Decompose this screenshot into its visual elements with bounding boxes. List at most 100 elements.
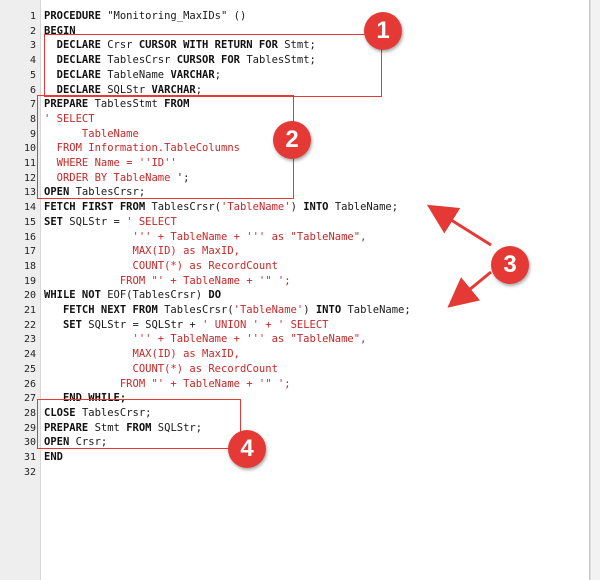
code-text: WHERE Name = ''ID'' [44,156,177,171]
code-token: SQLStr [107,83,152,96]
code-line[interactable]: 16 ''' + TableName + ''' as "TableName", [0,230,590,245]
string-token: FROM "' + TableName + '" '; [44,377,291,390]
code-line[interactable]: 22 SET SQLStr = SQLStr + ' UNION ' + ' S… [0,318,590,333]
keyword-token: PROCEDURE [44,10,108,22]
code-line[interactable]: 32 [0,465,590,480]
code-text: MAX(ID) as MaxID, [44,244,240,259]
code-text: SET SQLStr = SQLStr + ' UNION ' + ' SELE… [44,318,329,333]
keyword-token: VARCHAR [151,83,196,96]
string-token: ''' + TableName + ''' as "TableName", [44,230,367,243]
code-line[interactable]: 24 MAX(ID) as MaxID, [0,347,590,362]
code-line[interactable]: 23 ''' + TableName + ''' as "TableName", [0,332,590,347]
keyword-token: DECLARE [44,39,108,52]
code-token: Stmt [94,421,127,434]
code-line[interactable]: 21 FETCH NEXT FROM TablesCrsr('TableName… [0,303,590,318]
code-text: TableName [44,127,139,142]
code-line[interactable]: 10 FROM Information.TableColumns [0,141,590,156]
code-text: COUNT(*) as RecordCount [44,362,278,377]
code-text: PREPARE Stmt FROM SQLStr; [44,421,202,436]
code-text: COUNT(*) as RecordCount [44,259,278,274]
string-token: ORDER BY TableName [44,171,177,184]
keyword-token: DECLARE [44,54,108,67]
line-number: 24 [23,349,36,361]
code-text: ORDER BY TableName '; [44,171,190,186]
keyword-token: CURSOR FOR [176,54,247,67]
string-token: TableName [44,127,139,140]
code-text: OPEN TablesCrsr; [44,185,145,200]
code-line[interactable]: 17 MAX(ID) as MaxID, [0,244,590,259]
keyword-token: END [44,451,63,463]
code-line[interactable]: 26 FROM "' + TableName + '" '; [0,377,590,392]
line-number: 20 [23,290,36,302]
line-number-gutter [0,0,41,580]
code-line[interactable]: 25 COUNT(*) as RecordCount [0,362,590,377]
code-line[interactable]: 11 WHERE Name = ''ID'' [0,156,590,171]
string-token: MAX(ID) as MaxID, [44,348,240,361]
keyword-token: WHILE NOT [44,289,108,302]
keyword-token: DO [208,289,222,302]
string-token: COUNT(*) as RecordCount [44,259,278,272]
code-line[interactable]: 9 TableName [0,127,590,142]
code-token: "Monitoring_MaxIDs" () [107,10,247,22]
code-line[interactable]: 6 DECLARE SQLStr VARCHAR; [0,83,590,98]
keyword-token: OPEN [44,436,76,449]
keyword-token: INTO [315,304,348,316]
code-token: '; [176,171,190,184]
string-token: 'TableName' [221,201,291,214]
code-text: DECLARE Crsr CURSOR WITH RETURN FOR Stmt… [44,38,316,53]
line-number: 28 [23,407,36,419]
code-token: Stmt; [284,39,316,52]
code-text: ' SELECT [44,112,95,127]
line-number: 9 [29,128,36,140]
code-line[interactable]: 3 DECLARE Crsr CURSOR WITH RETURN FOR St… [0,38,590,53]
keyword-token: FETCH NEXT FROM [44,304,165,316]
string-token: ''' + TableName + ''' as "TableName", [44,333,367,346]
keyword-token: FROM [164,98,190,111]
line-number: 25 [23,363,36,375]
code-text: FETCH NEXT FROM TablesCrsr('TableName') … [44,303,411,318]
line-number: 26 [23,378,36,390]
code-text: DECLARE TablesCrsr CURSOR FOR TablesStmt… [44,53,316,68]
keyword-token: DECLARE [44,83,108,96]
vertical-scrollbar[interactable] [590,0,600,580]
string-token: ' UNION ' + ' SELECT [202,318,329,331]
code-line[interactable]: 19 FROM "' + TableName + '" '; [0,274,590,289]
code-token: ) [290,201,304,214]
code-line[interactable]: 27 END WHILE; [0,391,590,406]
line-number: 19 [23,275,36,287]
code-line[interactable]: 8' SELECT [0,112,590,127]
code-line[interactable]: 13 OPEN TablesCrsr; [0,185,590,200]
string-token: WHERE Name = ''ID'' [44,157,177,169]
code-token: TablesCrsr; [81,406,152,419]
annotation-badge-3: 3 [491,246,529,284]
code-line[interactable]: 12 ORDER BY TableName '; [0,171,590,186]
string-token: COUNT(*) as RecordCount [44,362,278,375]
code-line[interactable]: 5 DECLARE TableName VARCHAR; [0,68,590,83]
code-line[interactable]: 18 COUNT(*) as RecordCount [0,259,590,274]
code-text: DECLARE TableName VARCHAR; [44,68,221,83]
code-text: BEGIN [44,24,76,39]
code-token: SQLStr = SQLStr + [88,318,203,331]
code-token: ; [195,83,203,96]
keyword-token: SET [44,318,89,331]
code-token: ) [303,304,316,316]
keyword-token: PREPARE [44,98,95,111]
line-number: 13 [23,187,36,199]
code-text: ''' + TableName + ''' as "TableName", [44,332,367,347]
code-text: DECLARE SQLStr VARCHAR; [44,83,202,98]
line-number: 16 [23,231,36,243]
line-number: 21 [23,305,36,316]
code-line[interactable]: 4 DECLARE TablesCrsr CURSOR FOR TablesSt… [0,53,590,68]
keyword-token: INTO [303,201,335,214]
